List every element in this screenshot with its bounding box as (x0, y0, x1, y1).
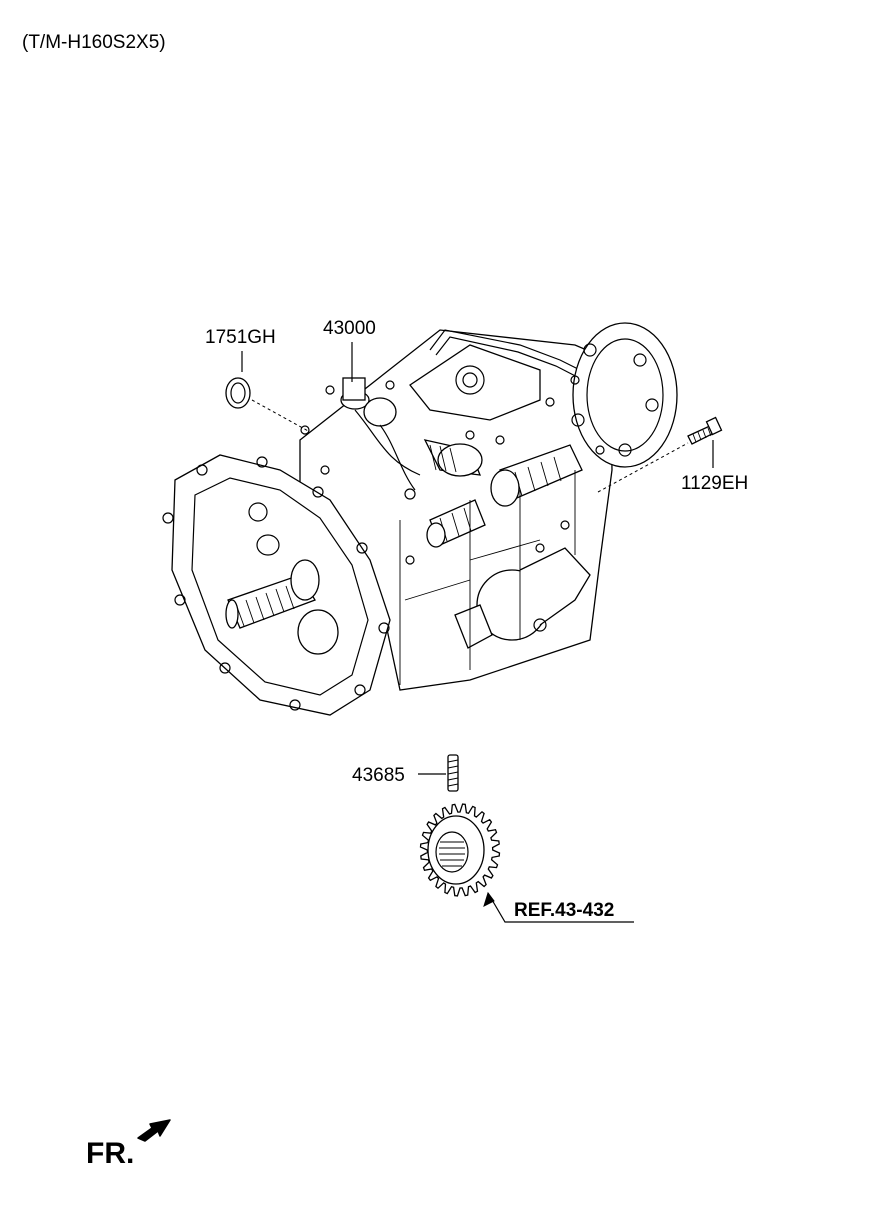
front-arrow-icon (137, 1119, 171, 1142)
direction-label: FR. (86, 1137, 134, 1170)
gear-part (419, 803, 501, 897)
diagram-title: (T/M-H160S2X5) (22, 32, 166, 53)
pin-part (447, 754, 459, 792)
part-label-ref-43-432: REF.43-432 (514, 900, 614, 921)
part-label-43685: 43685 (352, 765, 405, 786)
part-label-43000: 43000 (323, 318, 376, 339)
part-label-1751gh: 1751GH (205, 327, 276, 348)
transmission-assembly-illustration (162, 322, 678, 716)
part-label-1129eh: 1129EH (681, 473, 748, 494)
seal-ring-part (225, 377, 251, 409)
bolt-part (687, 416, 723, 445)
